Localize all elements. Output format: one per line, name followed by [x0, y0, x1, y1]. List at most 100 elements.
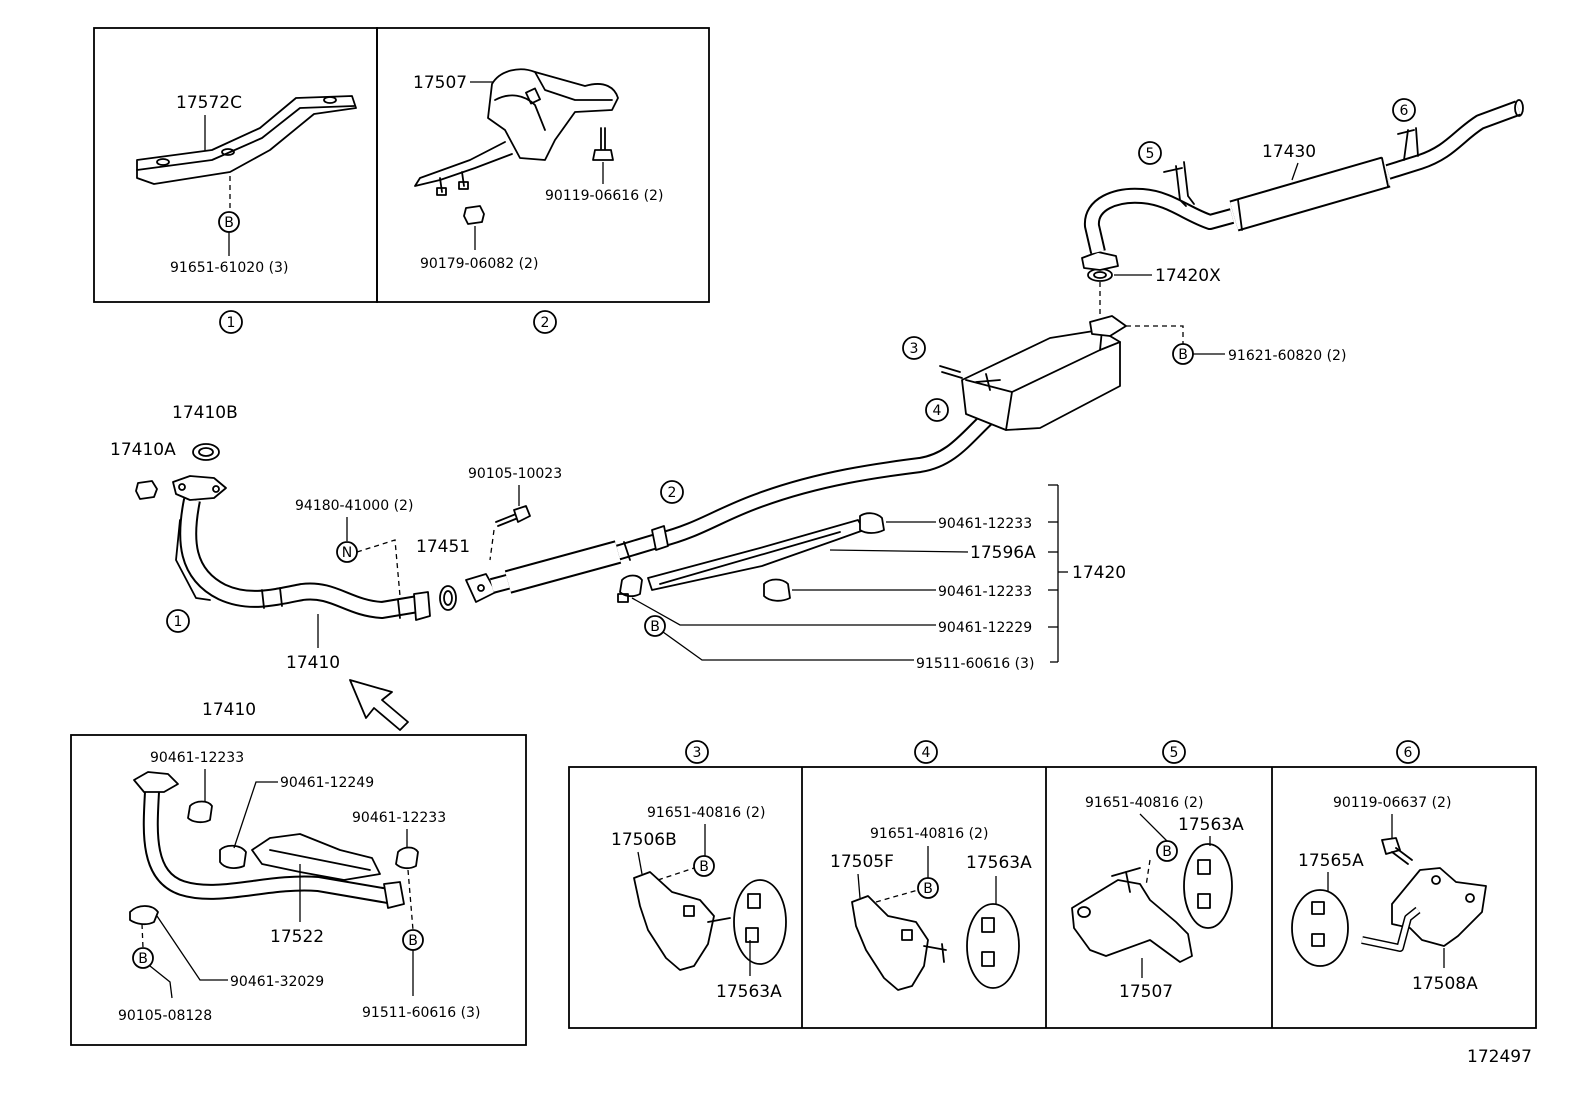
svg-text:B: B	[1162, 844, 1172, 860]
gasket-17451-label: 17451	[416, 537, 470, 557]
shield-17522-label: 17522	[270, 927, 324, 947]
inset-2-frame	[376, 27, 710, 303]
inset-2: 17507 90119-06616 (2) 90179-06082 (2)	[376, 27, 710, 303]
gasket-ring-icon	[192, 443, 220, 461]
index-marker-6: 6	[1396, 740, 1420, 764]
symbol-n: N	[336, 541, 358, 563]
rubber-mount-icon	[733, 879, 787, 965]
symbol-b: B	[1172, 343, 1194, 365]
index-marker-4: 4	[925, 398, 949, 422]
detail-frame	[70, 734, 527, 1046]
heat-insulator	[414, 68, 619, 196]
clamp-icon	[859, 512, 885, 534]
nut-17410a-label: 17410A	[110, 440, 176, 460]
rubber-mount-icon	[1183, 843, 1233, 929]
clamp-icon	[219, 844, 247, 869]
svg-text:3: 3	[693, 745, 702, 761]
hanger-4: 4 91651-40816 (2) 17505F B 17563A	[830, 740, 1032, 991]
center-pipe-assembly: 2 17420 90461-12233 17596A 90461-12233	[465, 396, 1126, 672]
shield-17596a-label: 17596A	[970, 543, 1036, 563]
front-pipe-assembly: 17410B 17410A 1 17410 94180-41000 (2)	[110, 403, 562, 731]
flange-icon	[133, 771, 179, 793]
hanger-3: 3 91651-40816 (2) 17506B B 17563A	[611, 740, 787, 1002]
index-marker-2: 2	[533, 310, 557, 334]
bolt-91621-60820-label: 91621-60820 (2)	[1228, 348, 1346, 364]
index-marker-4: 4	[914, 740, 938, 764]
svg-text:B: B	[650, 619, 660, 635]
index-marker-5: 5	[1138, 141, 1162, 165]
bolt-icon	[592, 127, 614, 161]
bracket-17508a-label: 17508A	[1412, 974, 1478, 994]
nut-90179-06082-label: 90179-06082 (2)	[420, 256, 538, 272]
hanger-bracket-icon	[1071, 879, 1193, 963]
nut-icon	[135, 480, 158, 500]
flange-icon	[413, 591, 431, 621]
svg-text:B: B	[138, 951, 148, 967]
symbol-b: B	[132, 947, 154, 969]
pipe-17430-label: 17430	[1262, 142, 1316, 162]
clamp-90461-12233-b-label: 90461-12233	[938, 584, 1032, 600]
fastener-label: 91651-40816 (2)	[870, 826, 988, 842]
assembly-17420-label: 17420	[1072, 563, 1126, 583]
svg-text:B: B	[923, 881, 933, 897]
clamp-90461-12233-label: 90461-12233	[150, 750, 244, 766]
svg-text:5: 5	[1170, 745, 1179, 761]
fastener-label: 91651-40816 (2)	[647, 805, 765, 821]
clamp-icon	[129, 905, 159, 926]
bolt-icon	[495, 505, 531, 527]
svg-text:1: 1	[174, 614, 183, 630]
fastener-label: 90119-06637 (2)	[1333, 795, 1451, 811]
hanger-bracket-icon	[851, 895, 929, 991]
mount-17563a-label: 17563A	[716, 982, 782, 1002]
detail-title: 17410	[202, 700, 256, 720]
muffler-assembly: 3 4 B 91621-60820 (2) 17420X	[902, 98, 1524, 431]
clamp-icon	[763, 578, 791, 602]
symbol-b: B	[218, 211, 240, 233]
nut-icon	[463, 205, 485, 225]
hanger-details: 3 91651-40816 (2) 17506B B 17563A	[568, 740, 1537, 1029]
fastener-label: 91651-40816 (2)	[1085, 795, 1203, 811]
svg-text:4: 4	[922, 745, 931, 761]
index-marker-1: 1	[166, 609, 190, 633]
clamp-icon	[395, 846, 419, 870]
svg-text:6: 6	[1404, 745, 1413, 761]
hanger-5: 5 91651-40816 (2) B 17563A 17507	[1071, 740, 1244, 1002]
fastener-91651-61020-label: 91651-61020 (3)	[170, 260, 288, 276]
bolt-90105-10023-label: 90105-10023	[468, 466, 562, 482]
bracket-17507-label: 17507	[1119, 982, 1173, 1002]
part-17507-label: 17507	[413, 73, 467, 93]
svg-text:2: 2	[668, 485, 677, 501]
gasket-icon	[1087, 268, 1113, 282]
gasket-17420x-label: 17420X	[1155, 266, 1221, 286]
rubber-mount-icon	[1291, 889, 1349, 967]
svg-text:B: B	[699, 859, 709, 875]
pipe-17410-label: 17410	[286, 653, 340, 673]
index-marker-3: 3	[685, 740, 709, 764]
view-arrow-icon	[349, 679, 409, 731]
bracket-17506b-label: 17506B	[611, 830, 677, 850]
hanger-6: 6 90119-06637 (2) 17565A 17508A	[1291, 740, 1487, 994]
screw-91511-60616-label: 91511-60616 (3)	[362, 1005, 480, 1021]
index-marker-1: 1	[219, 310, 243, 334]
svg-text:6: 6	[1400, 103, 1409, 119]
clamp-90461-12233-label: 90461-12233	[938, 516, 1032, 532]
spring-94180-41000-label: 94180-41000 (2)	[295, 498, 413, 514]
gasket-17410b-label: 17410B	[172, 403, 238, 423]
clamp-90461-32029-label: 90461-32029	[230, 974, 324, 990]
bolt-icon	[1381, 837, 1413, 865]
bolt-90105-08128-label: 90105-08128	[118, 1008, 212, 1024]
clamp-icon	[617, 574, 643, 603]
clamp-icon	[187, 800, 213, 824]
symbol-b: B	[1156, 840, 1178, 862]
detail-17410: 17410 90461-12233 90461-12249 90461-1223…	[70, 700, 527, 1046]
bolt-90119-06616-label: 90119-06616 (2)	[545, 188, 663, 204]
bracket-17505f-label: 17505F	[830, 852, 894, 872]
flange-icon	[172, 475, 227, 501]
hanger-bracket-icon	[633, 871, 715, 971]
mount-17565a-label: 17565A	[1298, 851, 1364, 871]
mount-17563a-label: 17563A	[966, 853, 1032, 873]
index-marker-2: 2	[660, 480, 684, 504]
index-marker-6: 6	[1392, 98, 1416, 122]
heat-shield-icon	[251, 833, 381, 881]
gasket-icon	[439, 585, 457, 611]
